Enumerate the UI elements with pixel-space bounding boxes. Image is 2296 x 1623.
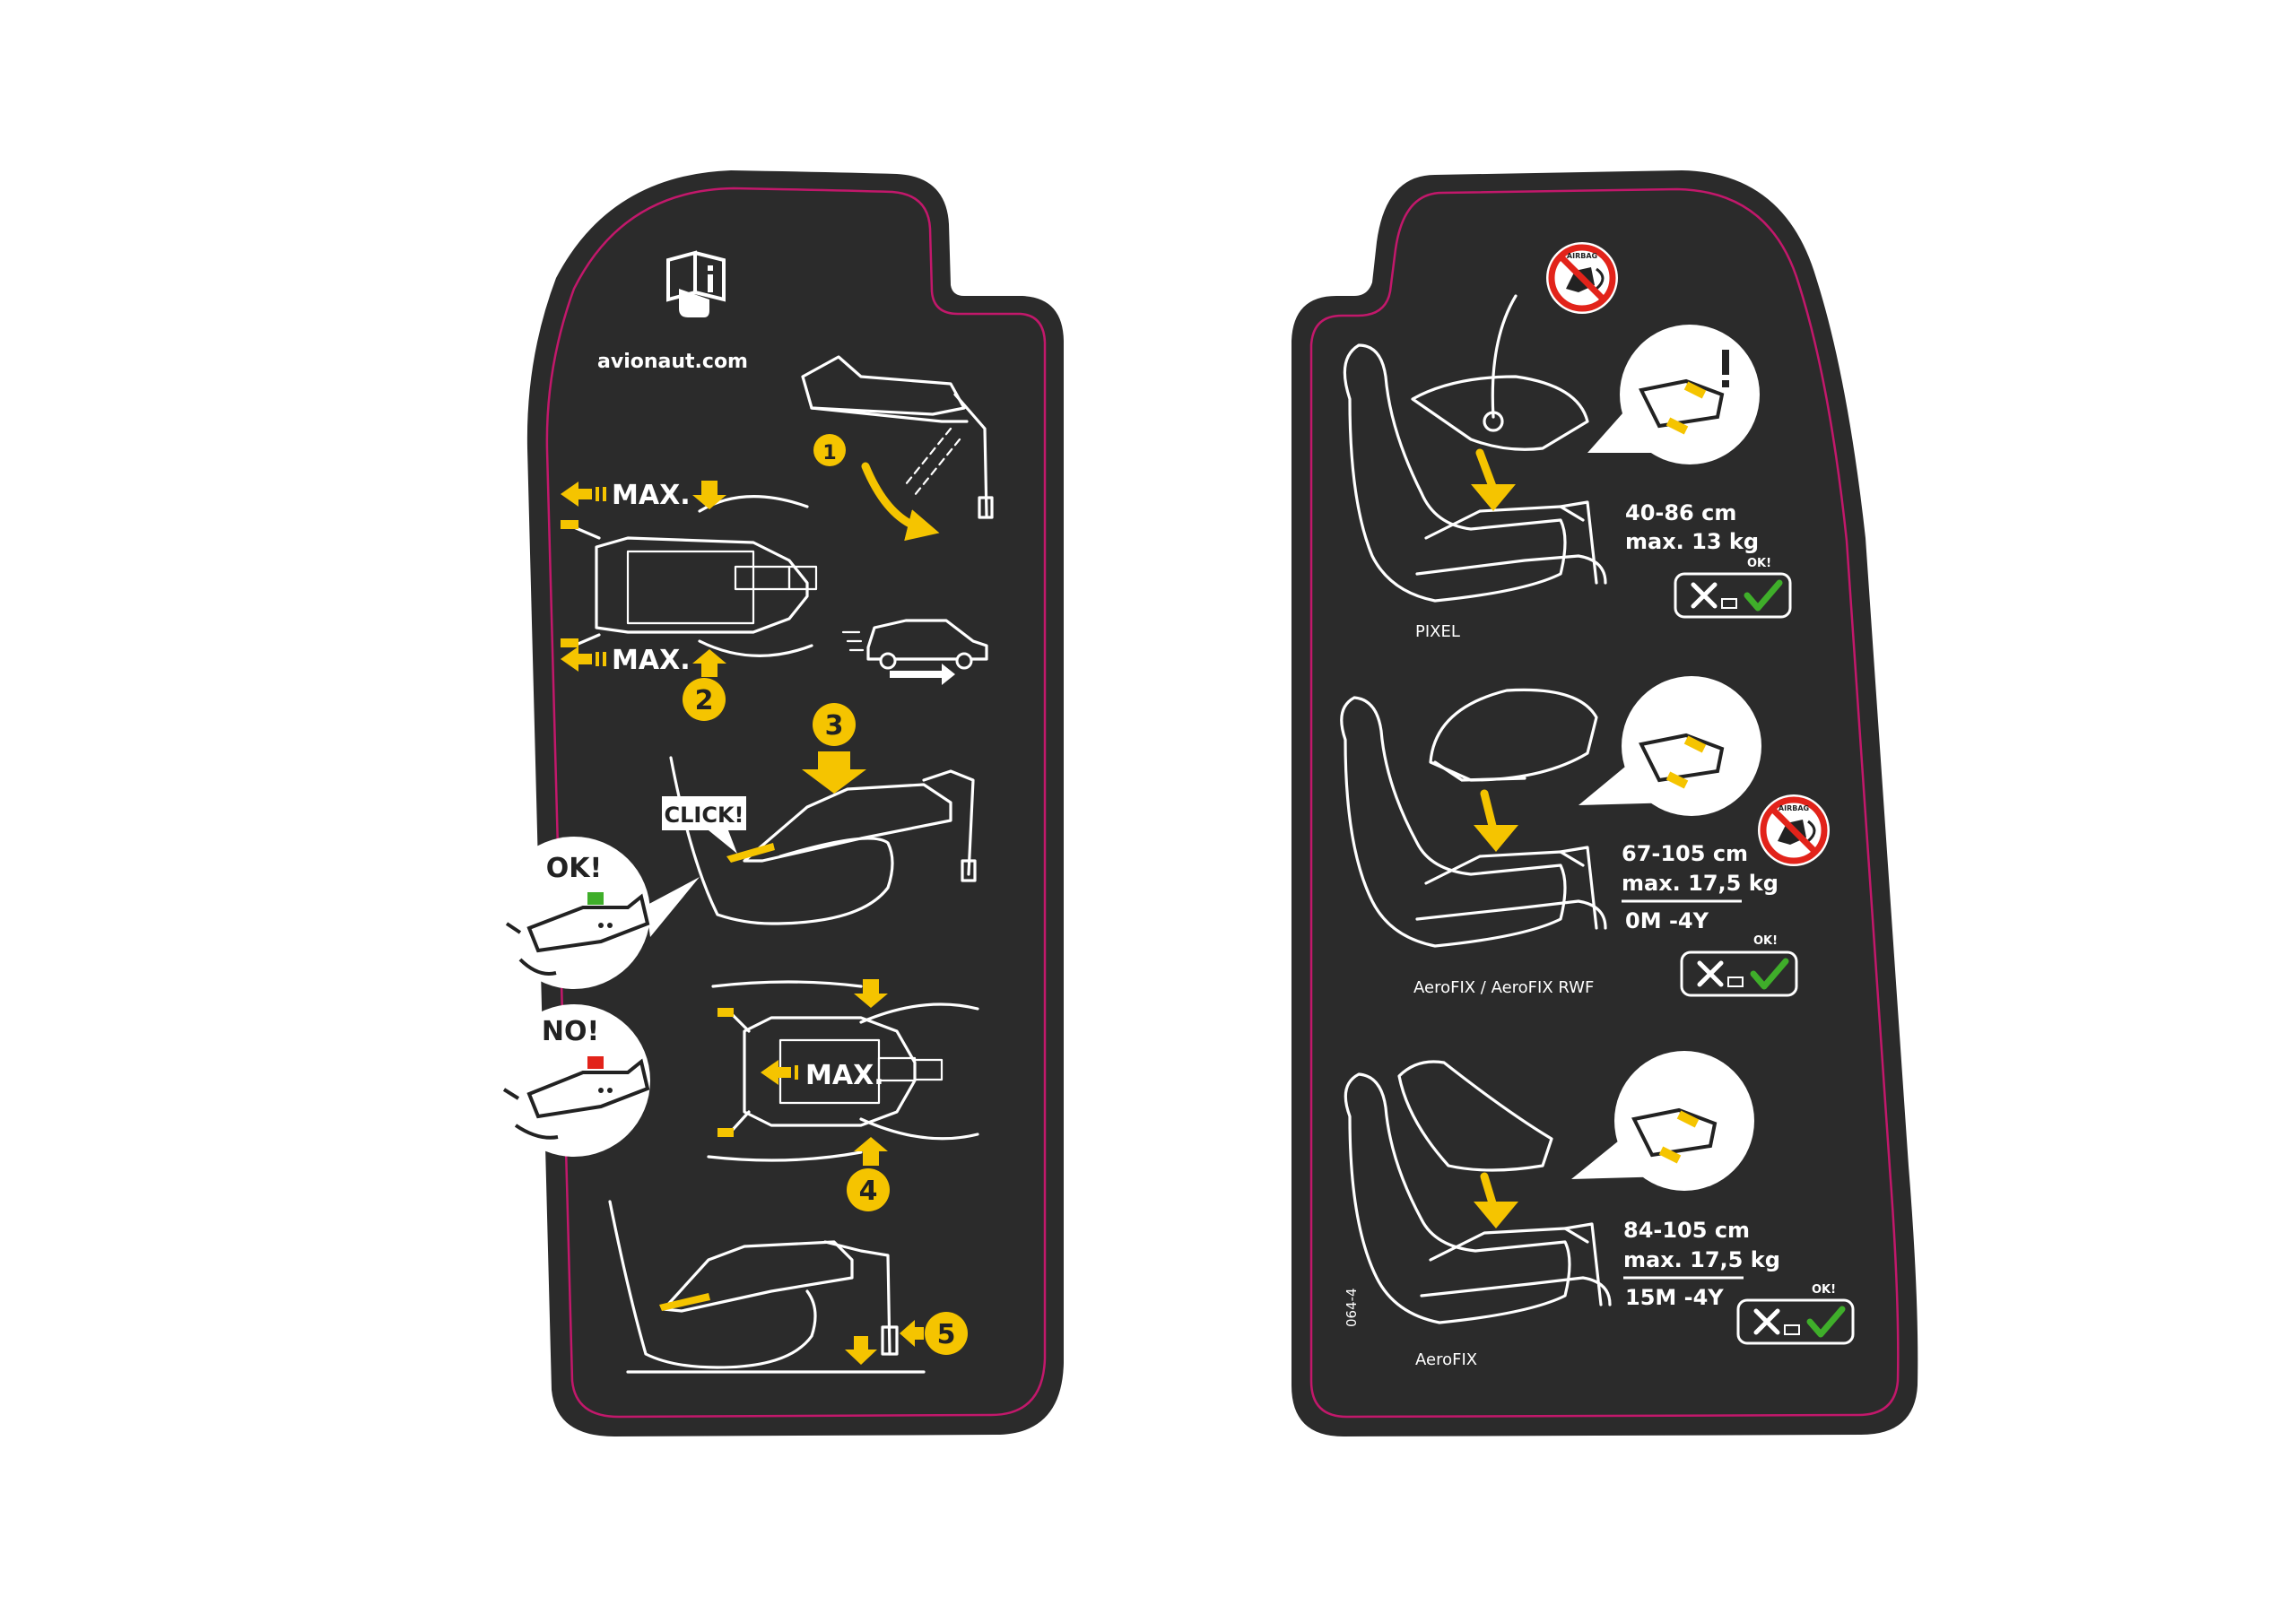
leg-push-arrow-icon: [900, 1320, 924, 1347]
aerofix-ok-badge: [1736, 1298, 1855, 1345]
aerofix-detail-zoom: [1571, 1051, 1754, 1191]
pixel-height: 40-86 cm: [1625, 500, 1736, 525]
svg-text:NO!: NO!: [542, 1016, 599, 1047]
ok-check-detail: OK!: [498, 837, 700, 989]
pixel-car-seat-illustration: [1343, 294, 1607, 603]
svg-text:1: 1: [822, 442, 836, 464]
svg-text:MAX.: MAX.: [612, 645, 691, 676]
left-panel-shape: [526, 170, 1064, 1436]
svg-text:MAX.: MAX.: [805, 1060, 884, 1091]
aerofix-age: 15M -4Y: [1625, 1285, 1724, 1310]
aerofix-rwf-detail-zoom: [1578, 676, 1761, 816]
seat-row-aerofix-rwf: AIRBAG 67-105 cm max. 17,5 kg 0M -4Y OK!…: [1340, 676, 1830, 997]
aerofix-rwf-ok-badge: [1680, 950, 1798, 997]
right-panel-code: 064-4: [1344, 1288, 1360, 1327]
svg-text:OK!: OK!: [546, 853, 602, 884]
pixel-ok-badge: [1674, 572, 1792, 619]
svg-text:2: 2: [695, 685, 714, 716]
pixel-detail-zoom: [1587, 325, 1760, 464]
step3-install-illustration: [669, 756, 977, 925]
aerofix-rwf-height: 67-105 cm: [1622, 841, 1748, 866]
max-arrow-top: MAX.: [561, 480, 691, 511]
step1-badge: 1: [813, 434, 846, 466]
aerofix-rwf-age: 0M -4Y: [1625, 908, 1709, 933]
svg-text:CLICK!: CLICK!: [665, 803, 744, 828]
book-info-icon: [666, 250, 726, 317]
ok-check-icon: [1744, 579, 1783, 612]
no-check-detail: NO!: [498, 1004, 650, 1157]
svg-text:5: 5: [937, 1319, 956, 1350]
press-arrow-top4-icon: [854, 979, 888, 1008]
svg-text:MAX.: MAX.: [612, 480, 691, 511]
aerofix-height: 84-105 cm: [1623, 1218, 1750, 1243]
step3-badge: 3: [813, 703, 856, 746]
press-arrow-top-icon: [692, 481, 726, 509]
push-down-arrow-icon: [802, 751, 866, 794]
step2-badge: 2: [683, 678, 726, 721]
left-panel-code: 064-4: [483, 1288, 500, 1327]
click-callout: CLICK!: [662, 796, 746, 854]
step5-leg-illustration: [608, 1200, 926, 1374]
aerofix-rwf-name: AeroFIX / AeroFIX RWF: [1413, 978, 1594, 997]
car-forward-icon: [841, 619, 988, 685]
seat-row-pixel: 40-86 cm max. 13 kg OK! PIXEL: [1343, 294, 1792, 641]
svg-text:AIRBAG: AIRBAG: [1567, 252, 1597, 260]
aerofix-rwf-car-seat-illustration: [1340, 688, 1607, 948]
left-instruction-panel: avionaut.com 1: [483, 170, 1064, 1436]
svg-text:4: 4: [859, 1176, 878, 1207]
aerofix-ok-small: OK!: [1812, 1283, 1836, 1297]
press-arrow-bottom4-icon: [854, 1137, 888, 1166]
leg-down-arrow-icon: [845, 1336, 877, 1365]
pixel-ok-small: OK!: [1747, 557, 1771, 570]
svg-text:AIRBAG: AIRBAG: [1779, 804, 1809, 812]
right-compatibility-panel: AIRBAG: [1292, 170, 1918, 1436]
step4-top-view-illustration: [707, 980, 979, 1162]
step2-top-view-illustration: [561, 495, 818, 657]
step1-base-fold-illustration: [801, 355, 994, 542]
ok-green-indicator: [587, 892, 604, 905]
step4-badge: 4: [847, 1168, 890, 1211]
left-panel-border-line: [545, 187, 1047, 1419]
right-panel-border-line: [1309, 187, 1900, 1419]
aerofix-car-seat-illustration: [1344, 1060, 1612, 1324]
unbuckled-icon: [1691, 582, 1718, 609]
no-red-indicator: [587, 1056, 604, 1069]
press-arrow-bottom-icon: [692, 649, 726, 677]
step5-badge: 5: [925, 1312, 968, 1355]
pixel-name: PIXEL: [1415, 622, 1460, 641]
aerofix-rwf-weight: max. 17,5 kg: [1622, 871, 1779, 896]
aerofix-name: AeroFIX: [1415, 1350, 1477, 1369]
website-url[interactable]: avionaut.com: [597, 351, 748, 373]
aerofix-rwf-ok-small: OK!: [1753, 934, 1778, 948]
no-airbag-icon: AIRBAG: [1546, 242, 1618, 314]
max-arrow-center: MAX.: [761, 1060, 884, 1091]
max-arrow-bottom: MAX.: [561, 645, 691, 676]
seat-row-aerofix: 84-105 cm max. 17,5 kg 15M -4Y OK! AeroF…: [1344, 1051, 1855, 1369]
no-airbag-icon-2: AIRBAG: [1758, 794, 1830, 866]
pixel-weight: max. 13 kg: [1625, 529, 1759, 554]
aerofix-weight: max. 17,5 kg: [1623, 1247, 1780, 1272]
svg-text:3: 3: [825, 710, 844, 742]
